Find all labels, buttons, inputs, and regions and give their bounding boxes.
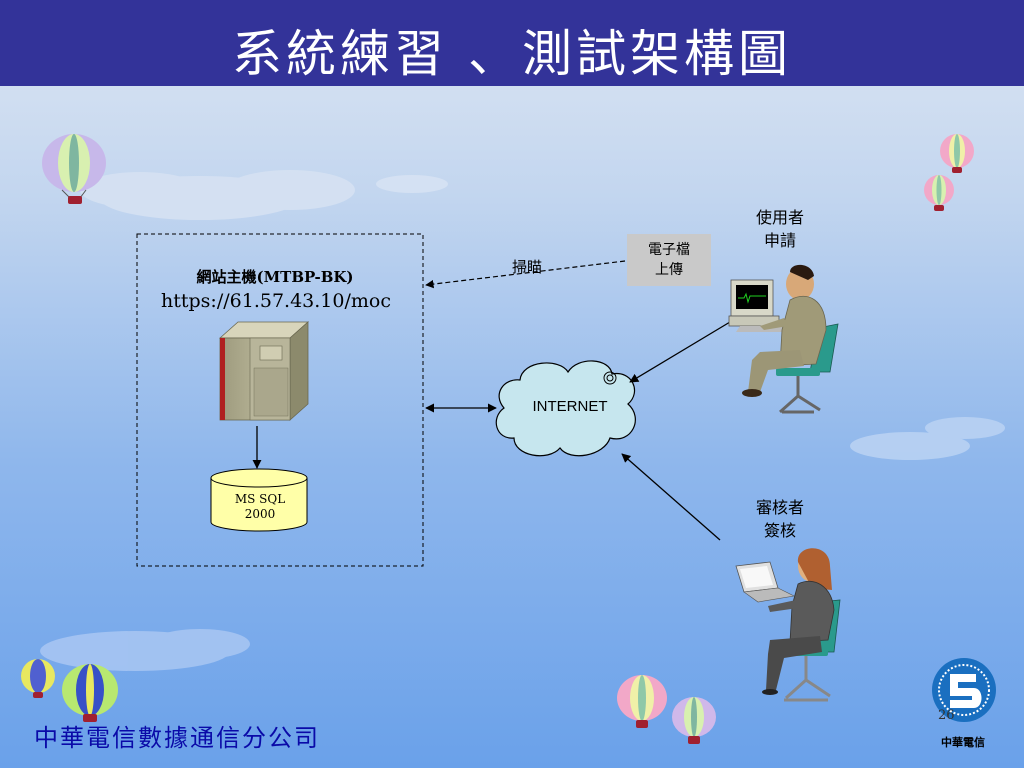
database-icon	[210, 468, 308, 532]
server-url: https://61.57.43.10/moc	[161, 290, 391, 312]
database-label: MS SQL 2000	[220, 492, 300, 522]
balloon-icon	[940, 134, 974, 173]
background-cloud	[850, 417, 1005, 460]
background-cloud	[40, 629, 250, 671]
internet-label: INTERNET	[532, 398, 608, 415]
balloon-icon	[42, 134, 106, 204]
company-logo	[932, 658, 996, 722]
female-reviewer-icon	[735, 548, 841, 702]
database-label-line1: MS SQL	[234, 492, 286, 506]
internet-cloud	[495, 360, 636, 457]
background-cloud	[80, 170, 355, 220]
reviewer-label-line1: 審核者	[755, 498, 804, 517]
male-user-icon	[728, 264, 839, 414]
page-number: 26	[938, 708, 955, 723]
upload-label: 電子檔 上傳	[627, 240, 711, 280]
reviewer-label-line2: 簽核	[763, 521, 796, 540]
database-label-line2: 2000	[244, 507, 276, 521]
scan-label: 掃瞄	[512, 258, 543, 276]
reviewer-to-internet-arrow	[621, 453, 721, 541]
scan-upload-arrow	[425, 260, 626, 289]
balloon-icon	[62, 664, 118, 722]
balloon-icon	[924, 175, 954, 211]
server-name: 網站主機(MTBP-BK)	[196, 268, 354, 286]
balloon-icon	[617, 675, 667, 728]
server-icon	[218, 321, 310, 421]
user-label-line2: 申請	[763, 231, 796, 250]
upload-box	[627, 234, 711, 286]
upload-label-line1: 電子檔	[648, 242, 690, 258]
user-to-internet-arrow	[629, 321, 731, 383]
user-label: 使用者 申請	[740, 206, 820, 252]
reviewer-label: 審核者 簽核	[740, 496, 820, 542]
logo-text: 中華電信	[941, 736, 985, 749]
server-boundary	[136, 233, 424, 567]
balloon-icon	[672, 697, 716, 744]
slide-title: 系統練習 、測試架構圖	[232, 25, 792, 83]
background-cloud	[376, 175, 448, 193]
balloon-icon	[21, 659, 55, 698]
title-bar: 系統練習 、測試架構圖	[0, 0, 1024, 86]
company-name: 中華電信數據通信分公司	[34, 724, 320, 752]
upload-label-line2: 上傳	[655, 262, 683, 278]
user-label-line1: 使用者	[755, 208, 804, 227]
